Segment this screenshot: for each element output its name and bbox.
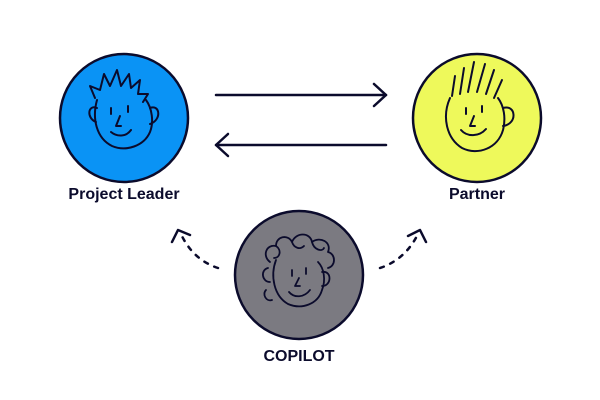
dotted-arrow-to-leader-icon bbox=[170, 228, 220, 270]
avatar-copilot-circle bbox=[233, 209, 365, 341]
avatar-leader-icon bbox=[58, 52, 190, 184]
arrow-right-icon bbox=[214, 82, 388, 108]
label-partner: Partner bbox=[448, 186, 506, 203]
dotted-arrow-to-partner-icon bbox=[378, 228, 428, 270]
avatar-leader-circle bbox=[58, 52, 190, 184]
label-project-leader: Project Leader bbox=[68, 186, 180, 203]
avatar-copilot-icon bbox=[233, 209, 365, 341]
avatar-partner-circle bbox=[411, 52, 543, 184]
arrow-left-icon bbox=[214, 132, 388, 158]
avatar-partner-icon bbox=[411, 52, 543, 184]
label-copilot: COPILOT bbox=[263, 348, 335, 365]
